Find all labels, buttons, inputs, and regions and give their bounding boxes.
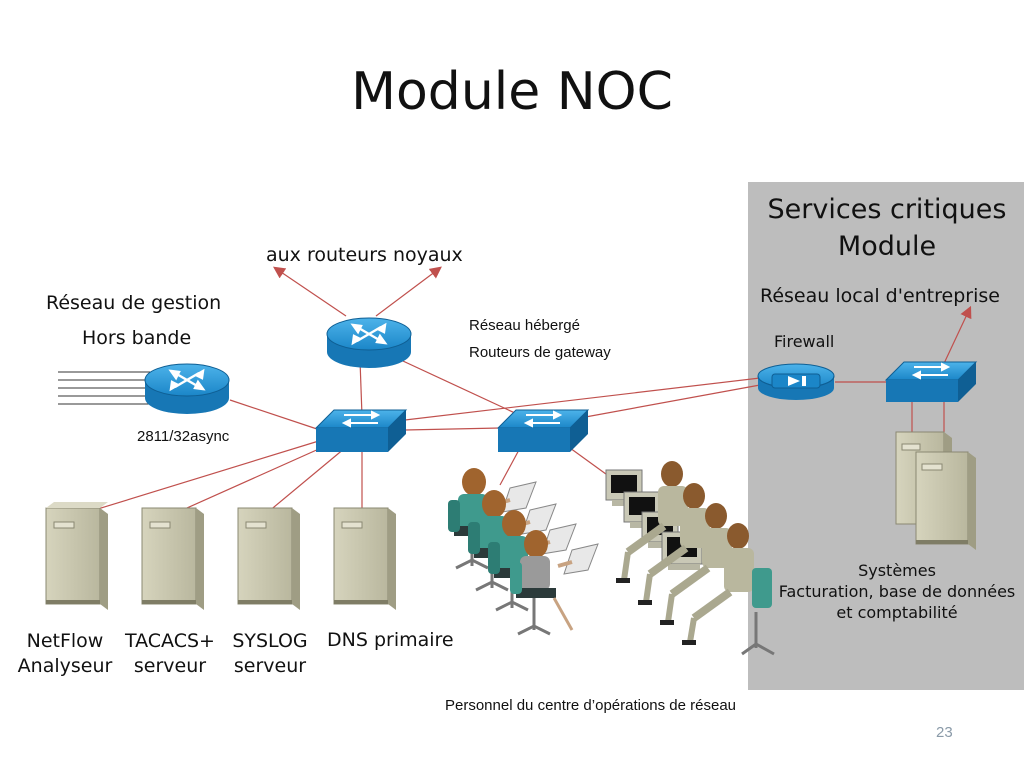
oob-serial-lines — [58, 371, 150, 405]
server-icon — [141, 507, 204, 610]
panel-title-line1: Services critiques — [767, 194, 1007, 225]
person-icon — [682, 523, 775, 656]
link-router-switch2 — [389, 354, 531, 421]
link-oob-switch1 — [229, 399, 321, 431]
page-number: 23 — [936, 724, 953, 741]
link-switch1-switch2 — [404, 427, 501, 431]
firewall-icon — [757, 363, 835, 400]
link-switch3-lan — [939, 305, 972, 373]
server-icon — [237, 507, 300, 610]
netflow-label: NetFlow Analyseur — [10, 629, 120, 679]
netflow-role: Analyseur — [17, 655, 113, 677]
oob-network-label: Réseau de gestion — [46, 292, 222, 314]
link-switch2-firewall — [579, 384, 761, 419]
link-core-left — [273, 266, 347, 317]
panel-title-line2: Module — [837, 231, 937, 262]
link-switch1-tacacs — [177, 443, 331, 513]
oob-band-label: Hors bande — [82, 327, 192, 349]
gateway-routers-label: Routeurs de gateway — [469, 344, 611, 361]
link-router-switch1 — [359, 359, 363, 417]
slide-title: Module NOC — [351, 62, 673, 122]
switch-icon — [884, 361, 978, 402]
link-switch2-staff-left — [499, 447, 521, 486]
link-core-right — [375, 266, 442, 317]
router-icon — [144, 363, 230, 414]
staff-label: Personnel du centre d’opérations de rése… — [445, 697, 737, 714]
core-routers-label: aux routeurs noyaux — [266, 244, 463, 266]
tacacs-role: serveur — [133, 655, 207, 677]
systems-line2: Facturation, base de données — [778, 582, 1016, 601]
tacacs-name: TACACS+ — [125, 630, 215, 652]
systems-line3: et comptabilité — [836, 603, 958, 622]
tacacs-label: TACACS+ serveur — [118, 629, 222, 679]
hosted-network-label: Réseau hébergé — [469, 317, 580, 334]
router-icon — [326, 317, 412, 368]
dns-label: DNS primaire — [327, 629, 454, 651]
systems-line1: Systèmes — [858, 561, 936, 580]
switch-icon — [496, 409, 590, 452]
firewall-label: Firewall — [774, 332, 835, 351]
link-switch1-firewall — [404, 377, 761, 421]
critical-services-panel — [748, 182, 1024, 690]
server-icon — [333, 507, 396, 610]
async-router-label: 2811/32async — [137, 428, 230, 445]
links — [87, 266, 972, 513]
syslog-name: SYSLOG — [232, 630, 308, 652]
server-icon — [915, 451, 976, 550]
server-icon — [45, 502, 108, 610]
person-icon — [510, 530, 599, 636]
operators-left-group — [448, 468, 599, 636]
link-switch1-netflow — [87, 439, 323, 513]
syslog-role: serveur — [233, 655, 307, 677]
enterprise-lan-label: Réseau local d'entreprise — [760, 285, 1000, 307]
panel-title: Services critiques Module — [750, 191, 1024, 265]
syslog-label: SYSLOG serveur — [222, 629, 318, 679]
switch-icon — [314, 409, 408, 452]
systems-label: Systèmes Facturation, base de données et… — [770, 560, 1024, 623]
operators-right-group — [605, 461, 775, 656]
netflow-name: NetFlow — [26, 630, 104, 652]
link-switch1-syslog — [267, 447, 346, 513]
